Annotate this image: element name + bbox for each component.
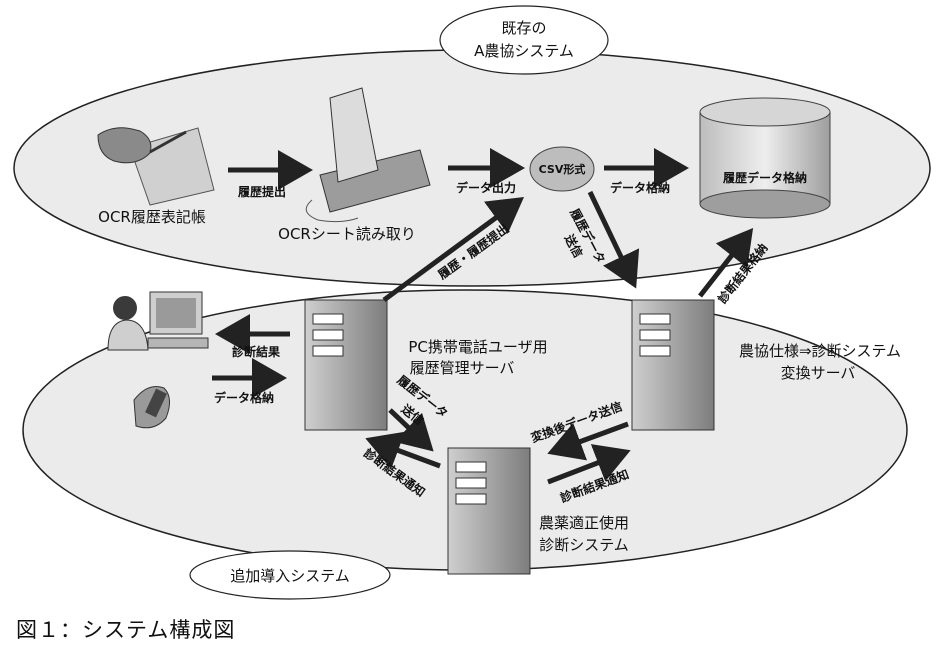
user-pc-icon bbox=[107, 291, 209, 351]
arrow-pc-to-diag bbox=[388, 408, 434, 452]
csv-node: CSV形式 bbox=[529, 146, 595, 192]
ocr-scanner-icon bbox=[305, 87, 431, 223]
conversion-server-icon bbox=[631, 299, 715, 431]
svg-text:履歴データ格納: 履歴データ格納 bbox=[722, 170, 807, 185]
database-icon: 履歴データ格納 bbox=[699, 97, 831, 219]
arrow-conv-to-db bbox=[698, 228, 754, 298]
svg-text:CSV形式: CSV形式 bbox=[539, 162, 586, 176]
diagnosis-server-icon bbox=[447, 447, 531, 575]
diagnosis-label-1: 農薬適正使用 bbox=[539, 514, 629, 532]
label-reader-to-csv: データ出力 bbox=[456, 180, 516, 195]
ocr-form-label: OCR履歴表記帳 bbox=[98, 208, 206, 226]
label-user-to-server: データ格納 bbox=[214, 390, 274, 405]
mobile-phone-icon bbox=[133, 386, 170, 429]
arrow-csv-to-conv bbox=[587, 190, 640, 289]
diagnosis-label-2: 診断システム bbox=[539, 536, 629, 554]
ocr-reader-label: OCRシート読み取り bbox=[278, 225, 416, 243]
existing-system-title: 既存の A農協システム bbox=[439, 5, 609, 75]
svg-text:既存の: 既存の bbox=[501, 19, 546, 37]
ocr-form-icon bbox=[97, 127, 215, 206]
svg-text:追加導入システム: 追加導入システム bbox=[230, 567, 350, 585]
arrow-pc-to-csv bbox=[382, 197, 525, 303]
added-system-title: 追加導入システム bbox=[189, 550, 391, 600]
svg-text:A農協システム: A農協システム bbox=[474, 42, 574, 60]
pc-server-label-1: PC携帯電話ユーザ用 bbox=[408, 338, 547, 356]
figure-caption: 図１：システム構成図 bbox=[16, 618, 236, 642]
conv-server-label-1: 農協仕様⇒診断システム bbox=[739, 342, 901, 360]
arrow-diag-to-pc bbox=[365, 431, 441, 470]
label-csv-to-db: データ格納 bbox=[610, 180, 670, 195]
conv-server-label-2: 変換サーバ bbox=[781, 364, 856, 382]
label-form-to-reader: 履歴提出 bbox=[237, 184, 286, 199]
label-server-to-user: 診断結果 bbox=[232, 344, 280, 359]
pc-history-server-icon bbox=[304, 299, 388, 431]
arrow-conv-to-diag bbox=[547, 421, 629, 461]
pc-server-label-2: 履歴管理サーバ bbox=[410, 359, 515, 377]
arrow-diag-to-conv bbox=[547, 444, 631, 485]
system-diagram: 既存の A農協システム 追加導入システム OCR履歴表記帳 OCRシート読み取り… bbox=[13, 5, 931, 600]
